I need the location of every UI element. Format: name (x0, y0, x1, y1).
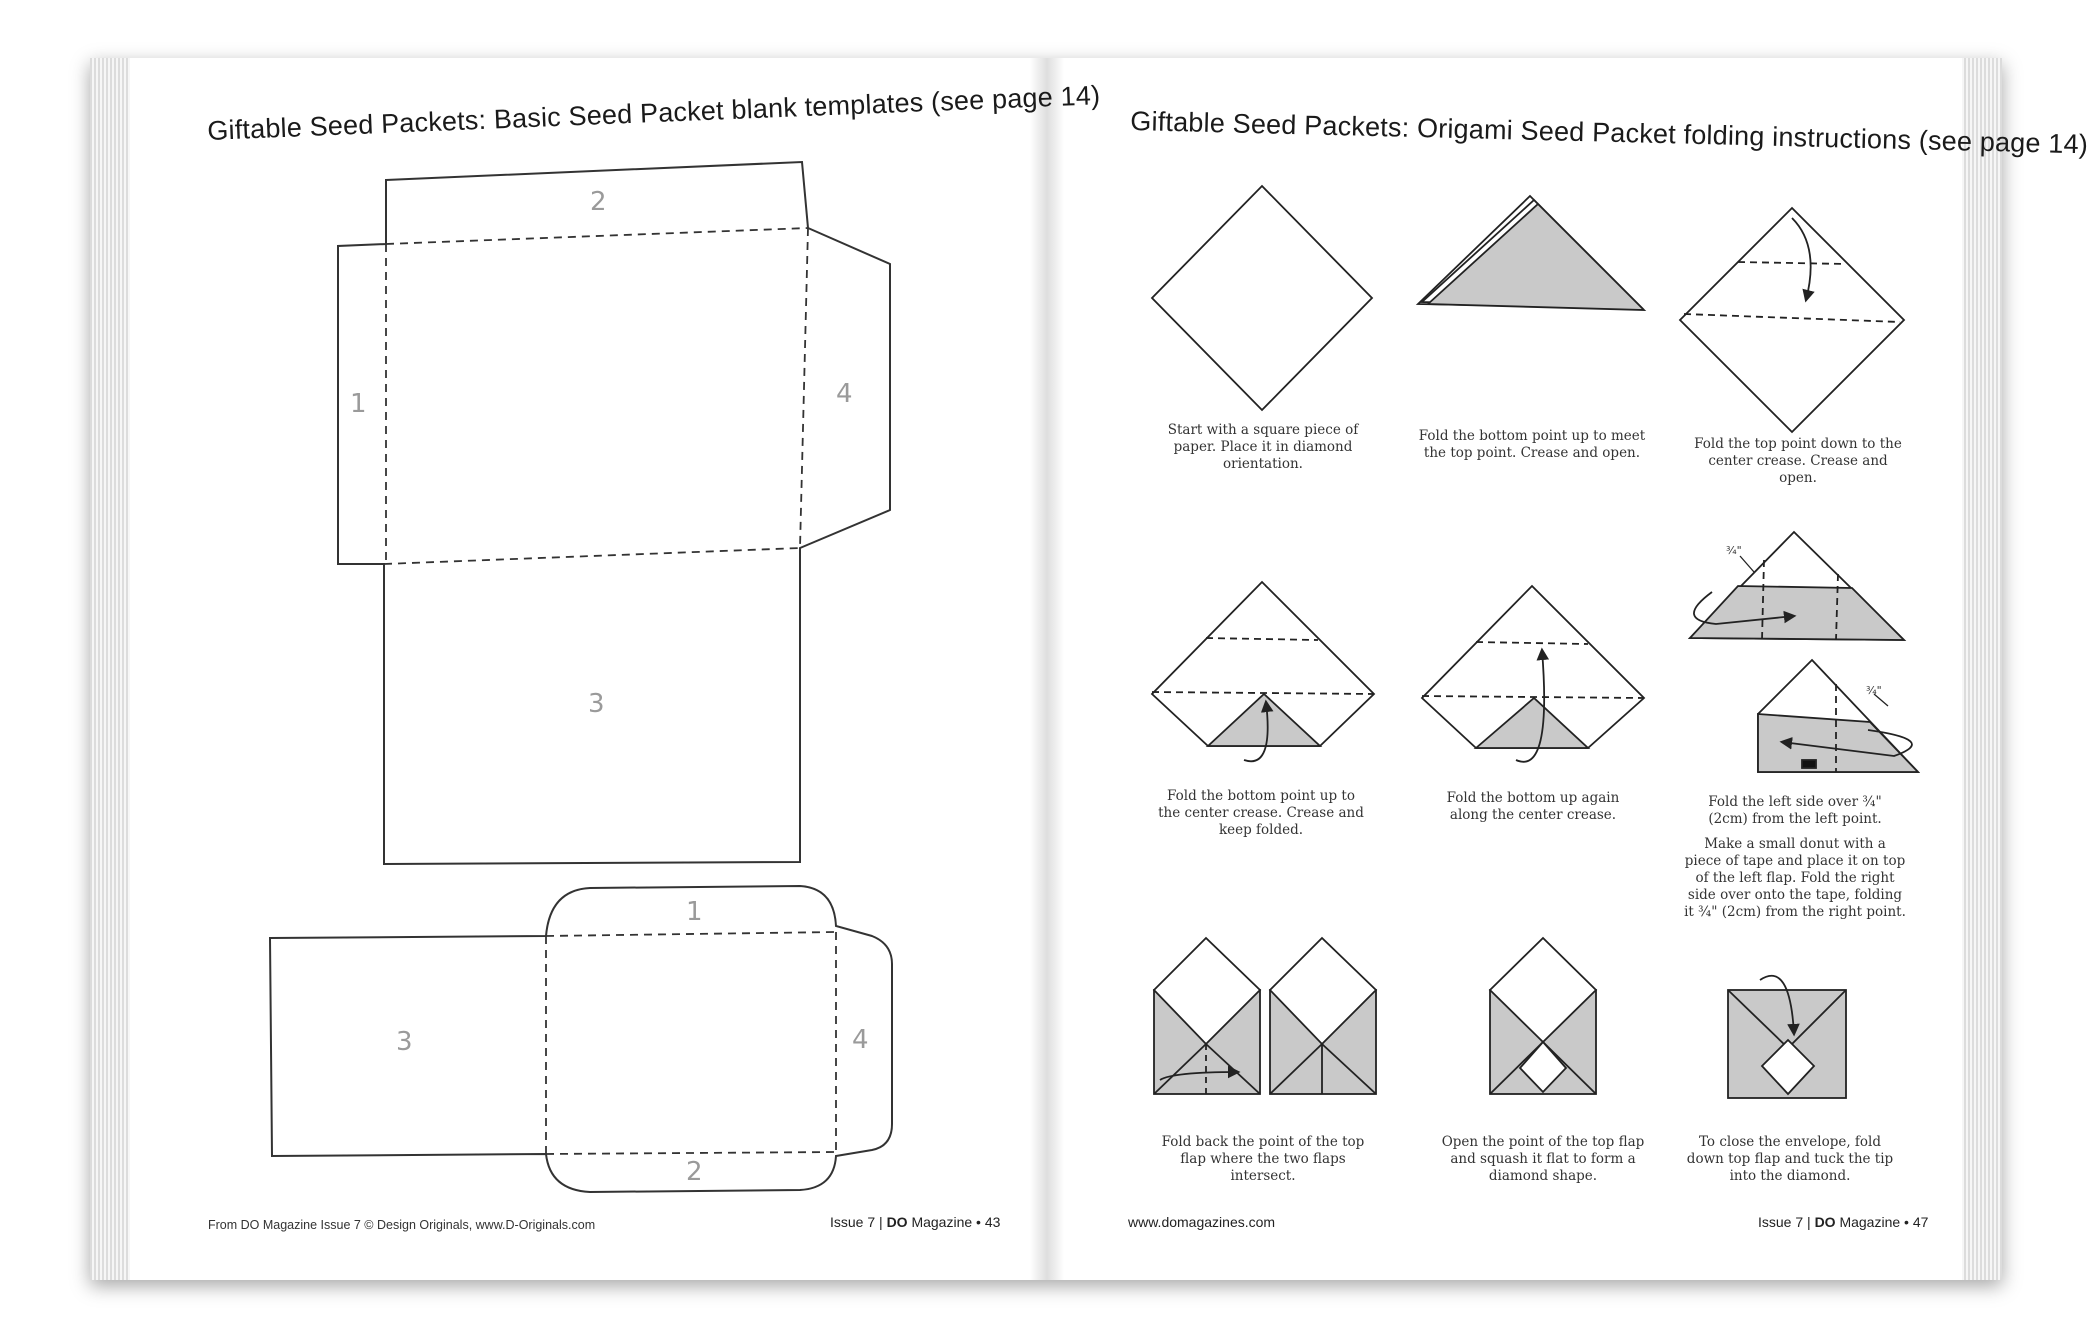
template-a-label-3: 3 (588, 689, 605, 719)
left-footer-issue: Issue 7 | (830, 1214, 887, 1230)
step-1-diagram (1150, 184, 1374, 412)
step-6-caption: Fold the left side over ¾" (2cm) from th… (1708, 794, 1882, 827)
left-footer-brand: DO (886, 1214, 908, 1230)
right-footer-url[interactable]: www.domagazines.com (1128, 1214, 1276, 1230)
left-footer-credit: From DO Magazine Issue 7 © Design Origin… (208, 1218, 596, 1232)
step-2-diagram (1415, 194, 1647, 311)
step-2-caption: Fold the bottom point up to meet the top… (1418, 428, 1646, 461)
right-footer-brand: DO (1814, 1214, 1836, 1230)
right-footer-page: Issue 7 | DO Magazine • 47 (1758, 1214, 1928, 1230)
template-b-label-3: 3 (396, 1027, 413, 1057)
step-7-caption: Make a small donut with a piece of tape … (1684, 836, 1906, 920)
seed-packet-template-b (268, 884, 893, 1194)
page-edge-left (90, 58, 130, 1280)
step-7-diagram (1757, 658, 1921, 773)
left-footer-mag: Magazine • 43 (907, 1214, 1001, 1230)
right-footer-issue: Issue 7 | (1758, 1214, 1815, 1230)
right-footer-mag: Magazine • 47 (1835, 1214, 1929, 1230)
seed-packet-template-a (337, 160, 891, 866)
template-b-label-4: 4 (852, 1025, 869, 1055)
template-a-label-2: 2 (590, 187, 607, 217)
step-3-caption: Fold the top point down to the center cr… (1694, 436, 1902, 486)
step-10-caption: To close the envelope, fold down top fla… (1686, 1134, 1894, 1184)
book-gutter (1030, 58, 1064, 1280)
measure-label-2: ¾" (1866, 684, 1882, 697)
measure-label-1: ¾" (1726, 544, 1742, 557)
step-9-diagram (1488, 936, 1598, 1095)
step-5-diagram (1420, 584, 1646, 763)
step-5-caption: Fold the bottom up again along the cente… (1446, 790, 1620, 823)
step-8-diagram (1152, 936, 1378, 1095)
page-edge-right (1962, 58, 2002, 1280)
left-footer-page: Issue 7 | DO Magazine • 43 (830, 1214, 1000, 1230)
step-6-diagram (1687, 530, 1907, 641)
template-b-label-1: 1 (686, 897, 703, 927)
step-4-caption: Fold the bottom point up to the center c… (1158, 788, 1364, 838)
step-9-caption: Open the point of the top flap and squas… (1441, 1134, 1645, 1184)
template-a-label-4: 4 (836, 379, 853, 409)
step-3-diagram (1678, 206, 1906, 434)
step-10-diagram (1727, 974, 1847, 1099)
template-a-label-1: 1 (350, 389, 367, 419)
template-b-label-2: 2 (686, 1157, 703, 1187)
step-1-caption: Start with a square piece of paper. Plac… (1167, 422, 1359, 472)
left-page (130, 58, 1046, 1280)
step-4-diagram (1150, 580, 1376, 763)
step-8-caption: Fold back the point of the top flap wher… (1161, 1134, 1365, 1184)
